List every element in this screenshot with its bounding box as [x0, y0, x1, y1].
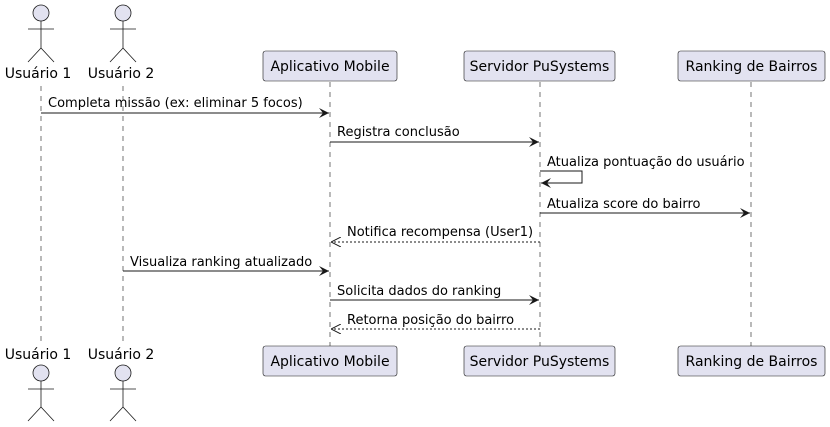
message-label: Atualiza score do bairro: [547, 197, 701, 212]
actor-label: Usuário 2: [88, 347, 155, 363]
actor-figure-icon: [109, 4, 137, 63]
actor-figure-icon: [27, 4, 55, 63]
message-4: Atualiza score do bairro: [540, 197, 750, 218]
message-6: Visualiza ranking atualizado: [123, 255, 329, 276]
actor-label: Usuário 1: [5, 66, 72, 82]
actor-figure-icon: [109, 364, 137, 422]
participant-aplicativo-mobile-bottom: Aplicativo Mobile: [262, 345, 398, 377]
message-arrow: [540, 170, 583, 188]
actor-usuario-2-bottom: Usuário 2: [88, 347, 155, 422]
actor-label: Usuário 1: [5, 347, 72, 363]
participant-label: Ranking de Bairros: [686, 354, 818, 370]
message-8: Retorna posição do bairro: [331, 313, 540, 329]
participant-aplicativo-mobile-top: Aplicativo Mobile: [262, 50, 398, 82]
message-label: Registra conclusão: [337, 125, 460, 140]
participant-ranking-de-bairros-bottom: Ranking de Bairros: [677, 345, 826, 377]
actor-usuario-2-top: Usuário 2: [88, 4, 155, 82]
message-5: Notifica recompensa (User1): [331, 225, 540, 242]
participant-ranking-de-bairros-top: Ranking de Bairros: [677, 50, 826, 82]
actor-label: Usuário 2: [88, 66, 155, 82]
participant-servidor-pusystems-top: Servidor PuSystems: [463, 50, 616, 82]
actor-usuario-1-bottom: Usuário 1: [5, 347, 72, 422]
message-2: Registra conclusão: [330, 125, 539, 147]
message-1: Completa missão (ex: eliminar 5 focos): [41, 96, 329, 118]
message-label: Notifica recompensa (User1): [347, 225, 533, 240]
participant-label: Ranking de Bairros: [686, 59, 818, 75]
participant-label: Aplicativo Mobile: [270, 59, 389, 75]
message-label: Atualiza pontuação do usuário: [547, 155, 745, 170]
participant-label: Aplicativo Mobile: [270, 354, 389, 370]
message-label: Solicita dados do ranking: [337, 284, 501, 299]
message-7: Solicita dados do ranking: [330, 284, 539, 305]
actor-figure-icon: [27, 364, 55, 422]
message-label: Retorna posição do bairro: [347, 313, 514, 328]
participant-servidor-pusystems-bottom: Servidor PuSystems: [463, 345, 616, 377]
participant-label: Servidor PuSystems: [470, 354, 610, 370]
actor-usuario-1-top: Usuário 1: [5, 4, 72, 82]
participant-label: Servidor PuSystems: [470, 59, 610, 75]
message-label: Completa missão (ex: eliminar 5 focos): [48, 96, 303, 111]
message-3: Atualiza pontuação do usuário: [540, 155, 745, 188]
message-label: Visualiza ranking atualizado: [130, 255, 312, 270]
